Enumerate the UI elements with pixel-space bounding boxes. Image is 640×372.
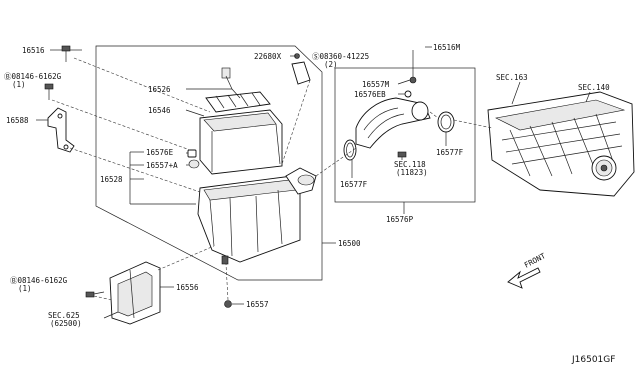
bolt-16516 xyxy=(61,45,71,62)
label-22680X: 22680X xyxy=(254,52,282,61)
label-sec163: SEC.163 xyxy=(496,73,528,82)
label-sec118-sub: (11823) xyxy=(396,168,428,177)
label-16576P: 16576P xyxy=(386,215,414,224)
label-08146-bottom: Ⓑ08146-6162G xyxy=(10,276,68,285)
sensor-22680X xyxy=(291,53,311,85)
label-sec625-sub: (62500) xyxy=(50,319,82,328)
dashed-assembly-lines xyxy=(51,57,493,301)
label-sec625: SEC.625 xyxy=(48,311,80,320)
label-16576E: 16576E xyxy=(146,148,174,157)
grommet-16576E xyxy=(187,149,197,158)
label-16557M: 16557M xyxy=(362,80,390,89)
label-08360-qty: (2) xyxy=(324,60,338,69)
label-16588: 16588 xyxy=(6,116,29,125)
intake-manifold xyxy=(487,91,635,197)
sensor-connector-sec118 xyxy=(397,151,407,158)
label-16546: 16546 xyxy=(148,106,171,115)
label-16516: 16516 xyxy=(22,46,45,55)
label-16526: 16526 xyxy=(148,85,171,94)
label-08146-top-qty: (1) xyxy=(12,80,26,89)
label-16528: 16528 xyxy=(100,175,123,184)
intake-duct-assembly-outline xyxy=(334,67,476,203)
label-08146-top: Ⓑ08146-6162G xyxy=(4,72,62,81)
bolt-08146-top xyxy=(44,83,54,100)
lower-duct-16556 xyxy=(109,261,161,325)
air-cleaner-cover-16526 xyxy=(205,67,271,113)
label-16577F-right: 16577F xyxy=(436,148,464,157)
label-16557: 16557 xyxy=(246,300,269,309)
diagram-id: J16501GF xyxy=(571,355,615,365)
label-16557A: 16557+A xyxy=(146,161,178,170)
label-16577F-left: 16577F xyxy=(340,180,368,189)
label-sec140: SEC.140 xyxy=(578,83,610,92)
intake-duct-16576P xyxy=(355,76,431,149)
filter-element-16546 xyxy=(199,109,283,175)
label-16556: 16556 xyxy=(176,283,199,292)
clamp-16577F-left xyxy=(343,139,357,161)
air-cleaner-case xyxy=(197,167,317,265)
grommet-16557A xyxy=(188,159,200,169)
label-16516M: 16516M xyxy=(433,43,461,52)
air-cleaner-assembly-outline xyxy=(95,45,323,281)
label-16500: 16500 xyxy=(338,239,361,248)
leader-lines xyxy=(36,46,591,319)
bolt-08146-bottom xyxy=(85,291,105,298)
bolt-16557 xyxy=(224,300,232,308)
bracket-16588 xyxy=(47,107,75,153)
label-sec118: SEC.118 xyxy=(394,160,426,169)
label-08360: Ⓢ08360-41225 xyxy=(312,52,369,61)
clamp-16577F-right xyxy=(437,111,455,133)
label-08146-bottom-qty: (1) xyxy=(18,284,32,293)
front-arrow xyxy=(507,267,541,289)
label-front: FRONT xyxy=(523,251,548,270)
label-16576EB: 16576EB xyxy=(354,90,386,99)
